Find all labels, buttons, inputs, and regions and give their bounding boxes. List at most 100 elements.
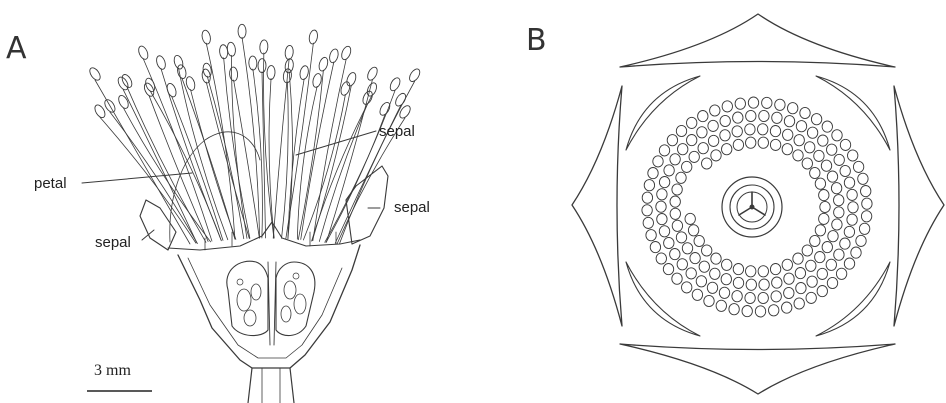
sepal-right-label: sepal [394, 199, 430, 216]
stamen-filament [242, 37, 260, 238]
stamen-circle [702, 158, 712, 169]
stamen-circle [815, 178, 825, 189]
stamen-anther [318, 56, 330, 72]
stamen-circle [800, 107, 810, 118]
stamen-circle [699, 261, 709, 272]
stamen-circle [784, 287, 794, 298]
stamen-circle [686, 268, 696, 279]
receptacle-inner [188, 258, 342, 358]
stamen-circle [729, 304, 739, 315]
sepal-top-leader [296, 131, 376, 155]
stamen-circle [802, 158, 812, 169]
stamen-circle [832, 219, 842, 230]
stamen-anther [394, 92, 408, 108]
stamen-circle [682, 161, 692, 172]
stamen-circle [733, 112, 743, 123]
sepal-bottom [620, 344, 895, 394]
petal-leader [82, 173, 192, 183]
stamen-circle [793, 253, 803, 264]
stamen-circle [672, 220, 682, 231]
stamen-filament [269, 79, 274, 239]
right-sepal [346, 166, 388, 244]
stamen-anther [249, 56, 258, 70]
stamen-circle [720, 130, 730, 141]
stamen-filament [206, 43, 235, 239]
stamen-circle [670, 208, 680, 219]
stamen-anther [312, 73, 323, 89]
stamen-circle [820, 201, 830, 212]
stamen-circle [746, 110, 756, 121]
stamen-circle [817, 268, 827, 279]
stamen-circle [775, 99, 785, 110]
stamen-circle [746, 137, 756, 148]
stamen-circle [657, 214, 667, 225]
stamen-circle [710, 105, 720, 116]
stamen-circle [732, 291, 742, 302]
stamen-circle [793, 150, 803, 161]
stamen-circle [755, 306, 765, 317]
stamen-anther [285, 45, 294, 60]
stamen-circle [811, 114, 821, 125]
stamen-filament [95, 80, 190, 244]
stamen-circle [834, 154, 844, 165]
stamen-circle [844, 258, 854, 269]
stamen-circle [678, 144, 688, 155]
stamen-anther [185, 76, 196, 92]
stamen-circle [696, 276, 706, 287]
stamen-circle [832, 130, 842, 141]
stamen-filament [143, 59, 212, 241]
stamen-anther [120, 73, 134, 89]
stamen-circle [711, 150, 721, 161]
stamen-circle [802, 245, 812, 256]
stamen-filament [340, 81, 415, 243]
stamen-circle [667, 135, 677, 146]
flower-longitudinal-section [88, 24, 422, 403]
stamen-filament [297, 86, 317, 239]
stamen-circle [821, 160, 831, 171]
stamen-anther [238, 24, 246, 38]
stamen-circle [848, 202, 858, 213]
stamen-anther [378, 101, 392, 117]
sepal-top-label: sepal [379, 123, 415, 140]
stamen-anther [259, 40, 268, 55]
stamen-circle [782, 144, 792, 155]
stamen-circle [732, 126, 742, 137]
stamen-anther [219, 44, 228, 59]
stamen-circle [822, 121, 832, 132]
stamen-circle [672, 273, 682, 284]
stamen-circle [704, 295, 714, 306]
stamen-circle [847, 189, 857, 200]
stamen-circle [856, 235, 866, 246]
stamen-circle [648, 168, 658, 179]
stamen-circle [698, 111, 708, 122]
stamen-circle [733, 277, 743, 288]
stamen-anther [340, 45, 353, 61]
stamen-circle [759, 110, 769, 121]
stamen-circle [826, 259, 836, 270]
stamen-circle [670, 196, 680, 207]
stamen-circle [735, 98, 745, 109]
stamen-circle [834, 249, 844, 260]
stamen-circle [722, 144, 732, 155]
stamen-circle [822, 242, 832, 253]
stamen-circle [676, 232, 686, 243]
stamen-anther [229, 67, 238, 82]
stamen-filament [312, 85, 351, 240]
stamen-anther [117, 94, 130, 110]
stamen-circle [788, 103, 798, 114]
stamen-circle [772, 277, 782, 288]
stamen-circle [817, 286, 827, 297]
stamen-circle [720, 115, 730, 126]
stamen-circle [758, 292, 768, 303]
stamen-circle [819, 213, 829, 224]
stamen-circle [770, 264, 780, 275]
stamen-circle [805, 142, 815, 153]
stamen-circle [677, 259, 687, 270]
stamen-circle [745, 124, 755, 135]
stamen-circle [769, 305, 779, 316]
stamen-circle [682, 282, 692, 293]
stamen-circle [642, 192, 652, 203]
stamen-circle [834, 195, 844, 206]
stamen-anther [308, 29, 318, 44]
